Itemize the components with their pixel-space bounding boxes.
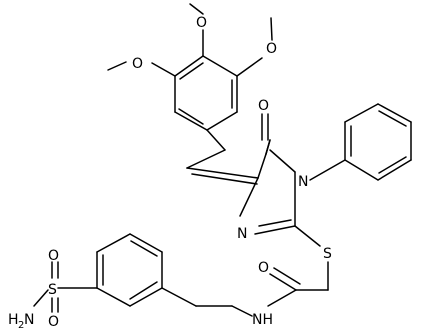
atom-o-sulfonyl-bottom: O (48, 314, 59, 330)
atom-o-sulfonyl-top: O (48, 248, 59, 264)
atom-o-methoxy-top: O (196, 15, 207, 31)
atom-n-ring-phenyl: N (298, 174, 308, 190)
atom-nh-amide: NH (252, 312, 273, 328)
atom-s-sulfonyl: S (48, 282, 57, 298)
atom-o-methoxy-left: O (132, 56, 143, 72)
atom-n-sulfonamide: N (24, 312, 34, 328)
bond-lines (33, 3, 412, 317)
atom-h2-subscript: 2 (18, 320, 24, 331)
atom-o-carbonyl-ring: O (258, 98, 269, 114)
atom-o-methoxy-right: O (266, 41, 277, 57)
atom-n-ring-imine: N (237, 226, 247, 242)
atom-h-sulfonamide: H (8, 312, 19, 328)
atom-o-amide: O (258, 260, 269, 276)
atom-labels: O O O O N N S O NH S O O H 2 N (8, 15, 332, 331)
atom-s-thioether: S (323, 246, 332, 262)
